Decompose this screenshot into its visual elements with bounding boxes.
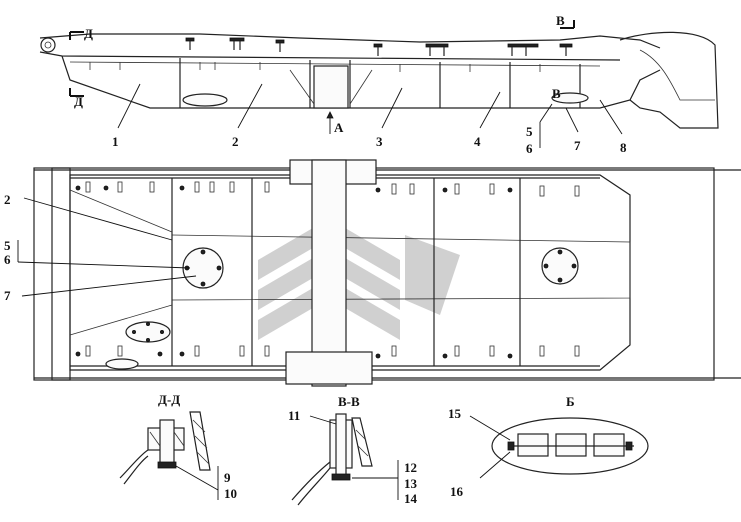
leaders-plan	[17, 197, 197, 297]
hatch-right	[541, 247, 579, 285]
marker-v-top: В	[556, 13, 565, 28]
callouts-sections: 9 10 11 12 13 14 15 16	[224, 406, 464, 506]
plan-view	[33, 159, 741, 387]
callout-3: 3	[376, 134, 383, 149]
callout-9: 9	[224, 470, 231, 485]
callout-1: 1	[112, 134, 119, 149]
section-vv	[291, 413, 399, 506]
watermark-logo	[258, 225, 460, 340]
callouts-plan: 2 5 6 7	[4, 192, 11, 303]
section-title-vv: В-В	[338, 394, 360, 409]
front-eye	[40, 37, 56, 53]
marker-d-top: Д	[84, 26, 93, 41]
callout-4: 4	[474, 134, 481, 149]
callout-13: 13	[404, 476, 418, 491]
callout-16: 16	[450, 484, 464, 499]
callout-plan-5: 5	[4, 238, 11, 253]
callout-10: 10	[224, 486, 237, 501]
callouts-top: 1 2 3 4 5 6 7 8	[112, 124, 627, 156]
callout-7: 7	[574, 138, 581, 153]
callout-2: 2	[232, 134, 239, 149]
callout-12: 12	[404, 460, 417, 475]
section-title-b: Б	[566, 394, 575, 409]
callout-11: 11	[288, 408, 300, 423]
marker-arrow-a: А	[334, 120, 344, 135]
callout-plan-7: 7	[4, 288, 11, 303]
callout-8: 8	[620, 140, 627, 155]
marker-v-mid: В	[552, 86, 561, 101]
section-dd	[119, 411, 219, 500]
callout-plan-2: 2	[4, 192, 11, 207]
callout-plan-6: 6	[4, 252, 11, 267]
callout-6: 6	[526, 141, 533, 156]
view-markers: Д Д В В А Д-Д В-В Б	[74, 13, 575, 409]
callout-15: 15	[448, 406, 462, 421]
leaders-top	[117, 83, 623, 148]
callout-14: 14	[404, 491, 418, 506]
section-title-dd: Д-Д	[158, 392, 180, 407]
detail-b	[469, 415, 649, 479]
callout-5: 5	[526, 124, 533, 139]
side-view	[39, 20, 719, 134]
marker-d-bottom: Д	[74, 94, 83, 109]
top-bolts	[185, 37, 573, 56]
